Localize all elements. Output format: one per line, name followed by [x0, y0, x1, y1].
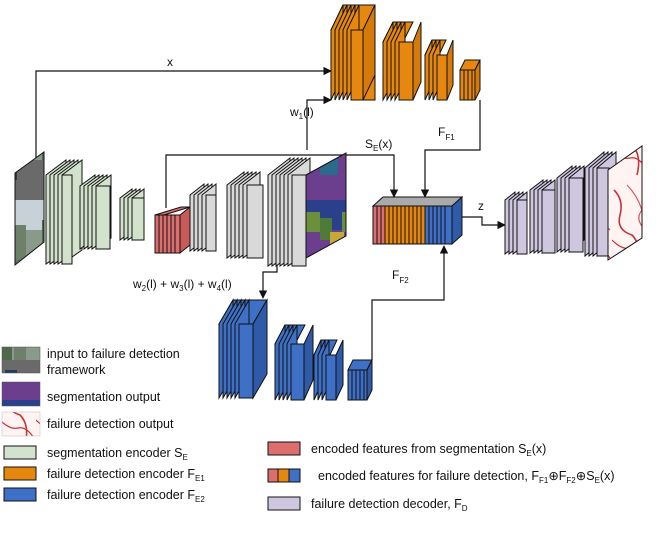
label-se: SE(x)	[365, 137, 392, 153]
svg-text:failure detection decoder, FD: failure detection decoder, FD	[311, 497, 468, 513]
fd-block-3	[556, 164, 585, 254]
legend-seg-output: segmentation output	[1, 381, 161, 407]
arrow-z	[462, 216, 506, 230]
label-w1: w1(l)	[289, 105, 314, 121]
legend-input: input to failure detection framework	[1, 346, 180, 377]
seg-encoder-block-3	[119, 188, 145, 241]
fe2-block-2	[274, 324, 314, 401]
svg-text:encoded features for failure d: encoded features for failure detection, …	[318, 469, 615, 485]
legend-encoded-fd: encoded features for failure detection, …	[267, 468, 615, 485]
failure-encoder-1	[330, 4, 481, 102]
fe1-block-3	[424, 39, 454, 101]
legend: input to failure detection framework seg…	[1, 346, 615, 513]
svg-text:segmentation output: segmentation output	[47, 390, 161, 404]
fe2-block-4	[347, 359, 373, 401]
failure-decoder	[504, 150, 617, 258]
label-w234: w2(l) + w3(l) + w4(l)	[132, 277, 232, 293]
segmentation-output-image	[305, 152, 347, 259]
seg-encoder	[45, 156, 311, 267]
arrow-w1	[306, 95, 332, 150]
seg-decoder-block-1	[189, 182, 217, 253]
fe2-block-1	[218, 298, 268, 400]
svg-text:failure detection encoder FE2: failure detection encoder FE2	[47, 488, 205, 504]
arrow-ff1	[420, 100, 481, 198]
fe2-block-3	[313, 339, 344, 401]
label-ff2: FF2	[392, 268, 409, 285]
diagram-labels: x w1(l) SE(x) FF1 FF2 z w2(l) + w3(l) + …	[132, 55, 484, 293]
svg-text:framework: framework	[47, 363, 106, 377]
legend-encoded-seg: encoded features from segmentation SE(x)	[267, 441, 546, 458]
fd-block-2	[529, 178, 556, 255]
seg-decoder-block-2	[226, 170, 264, 260]
seg-encoder-block-2	[79, 174, 112, 250]
input-image	[14, 151, 45, 267]
fd-block-1	[504, 190, 528, 256]
svg-text:failure detection encoder FE1: failure detection encoder FE1	[47, 467, 205, 483]
svg-text:encoded features from segmenta: encoded features from segmentation SE(x)	[311, 442, 546, 458]
fe1-block-2	[382, 21, 422, 102]
label-x: x	[167, 55, 173, 69]
encoded-seg-features	[154, 205, 191, 255]
legend-decoder: failure detection decoder, FD	[267, 496, 468, 513]
legend-failure-output: failure detection output	[1, 411, 174, 437]
fd-block-4	[584, 150, 617, 258]
fe1-block-4	[459, 59, 481, 101]
legend-fe2: failure detection encoder FE2	[3, 487, 205, 504]
fusion-block	[371, 195, 464, 246]
arrow-x-skip	[35, 66, 332, 160]
label-ff1: FF1	[438, 125, 455, 142]
svg-text:failure detection output: failure detection output	[47, 417, 174, 431]
arrow-se	[165, 154, 399, 208]
arrow-ff2	[371, 245, 449, 360]
legend-seg-encoder: segmentation encoder SE	[3, 445, 188, 462]
label-z: z	[478, 199, 484, 213]
fe1-block-1	[330, 4, 376, 101]
svg-text:segmentation encoder SE: segmentation encoder SE	[47, 446, 188, 462]
failure-encoder-2	[218, 298, 373, 401]
seg-encoder-block-1	[45, 159, 83, 265]
legend-fe1: failure detection encoder FE1	[3, 466, 205, 483]
failure-output-image	[607, 145, 643, 261]
svg-text:input to failure detection: input to failure detection	[47, 347, 180, 361]
seg-decoder-block-3	[267, 156, 311, 267]
connectors	[35, 66, 506, 360]
